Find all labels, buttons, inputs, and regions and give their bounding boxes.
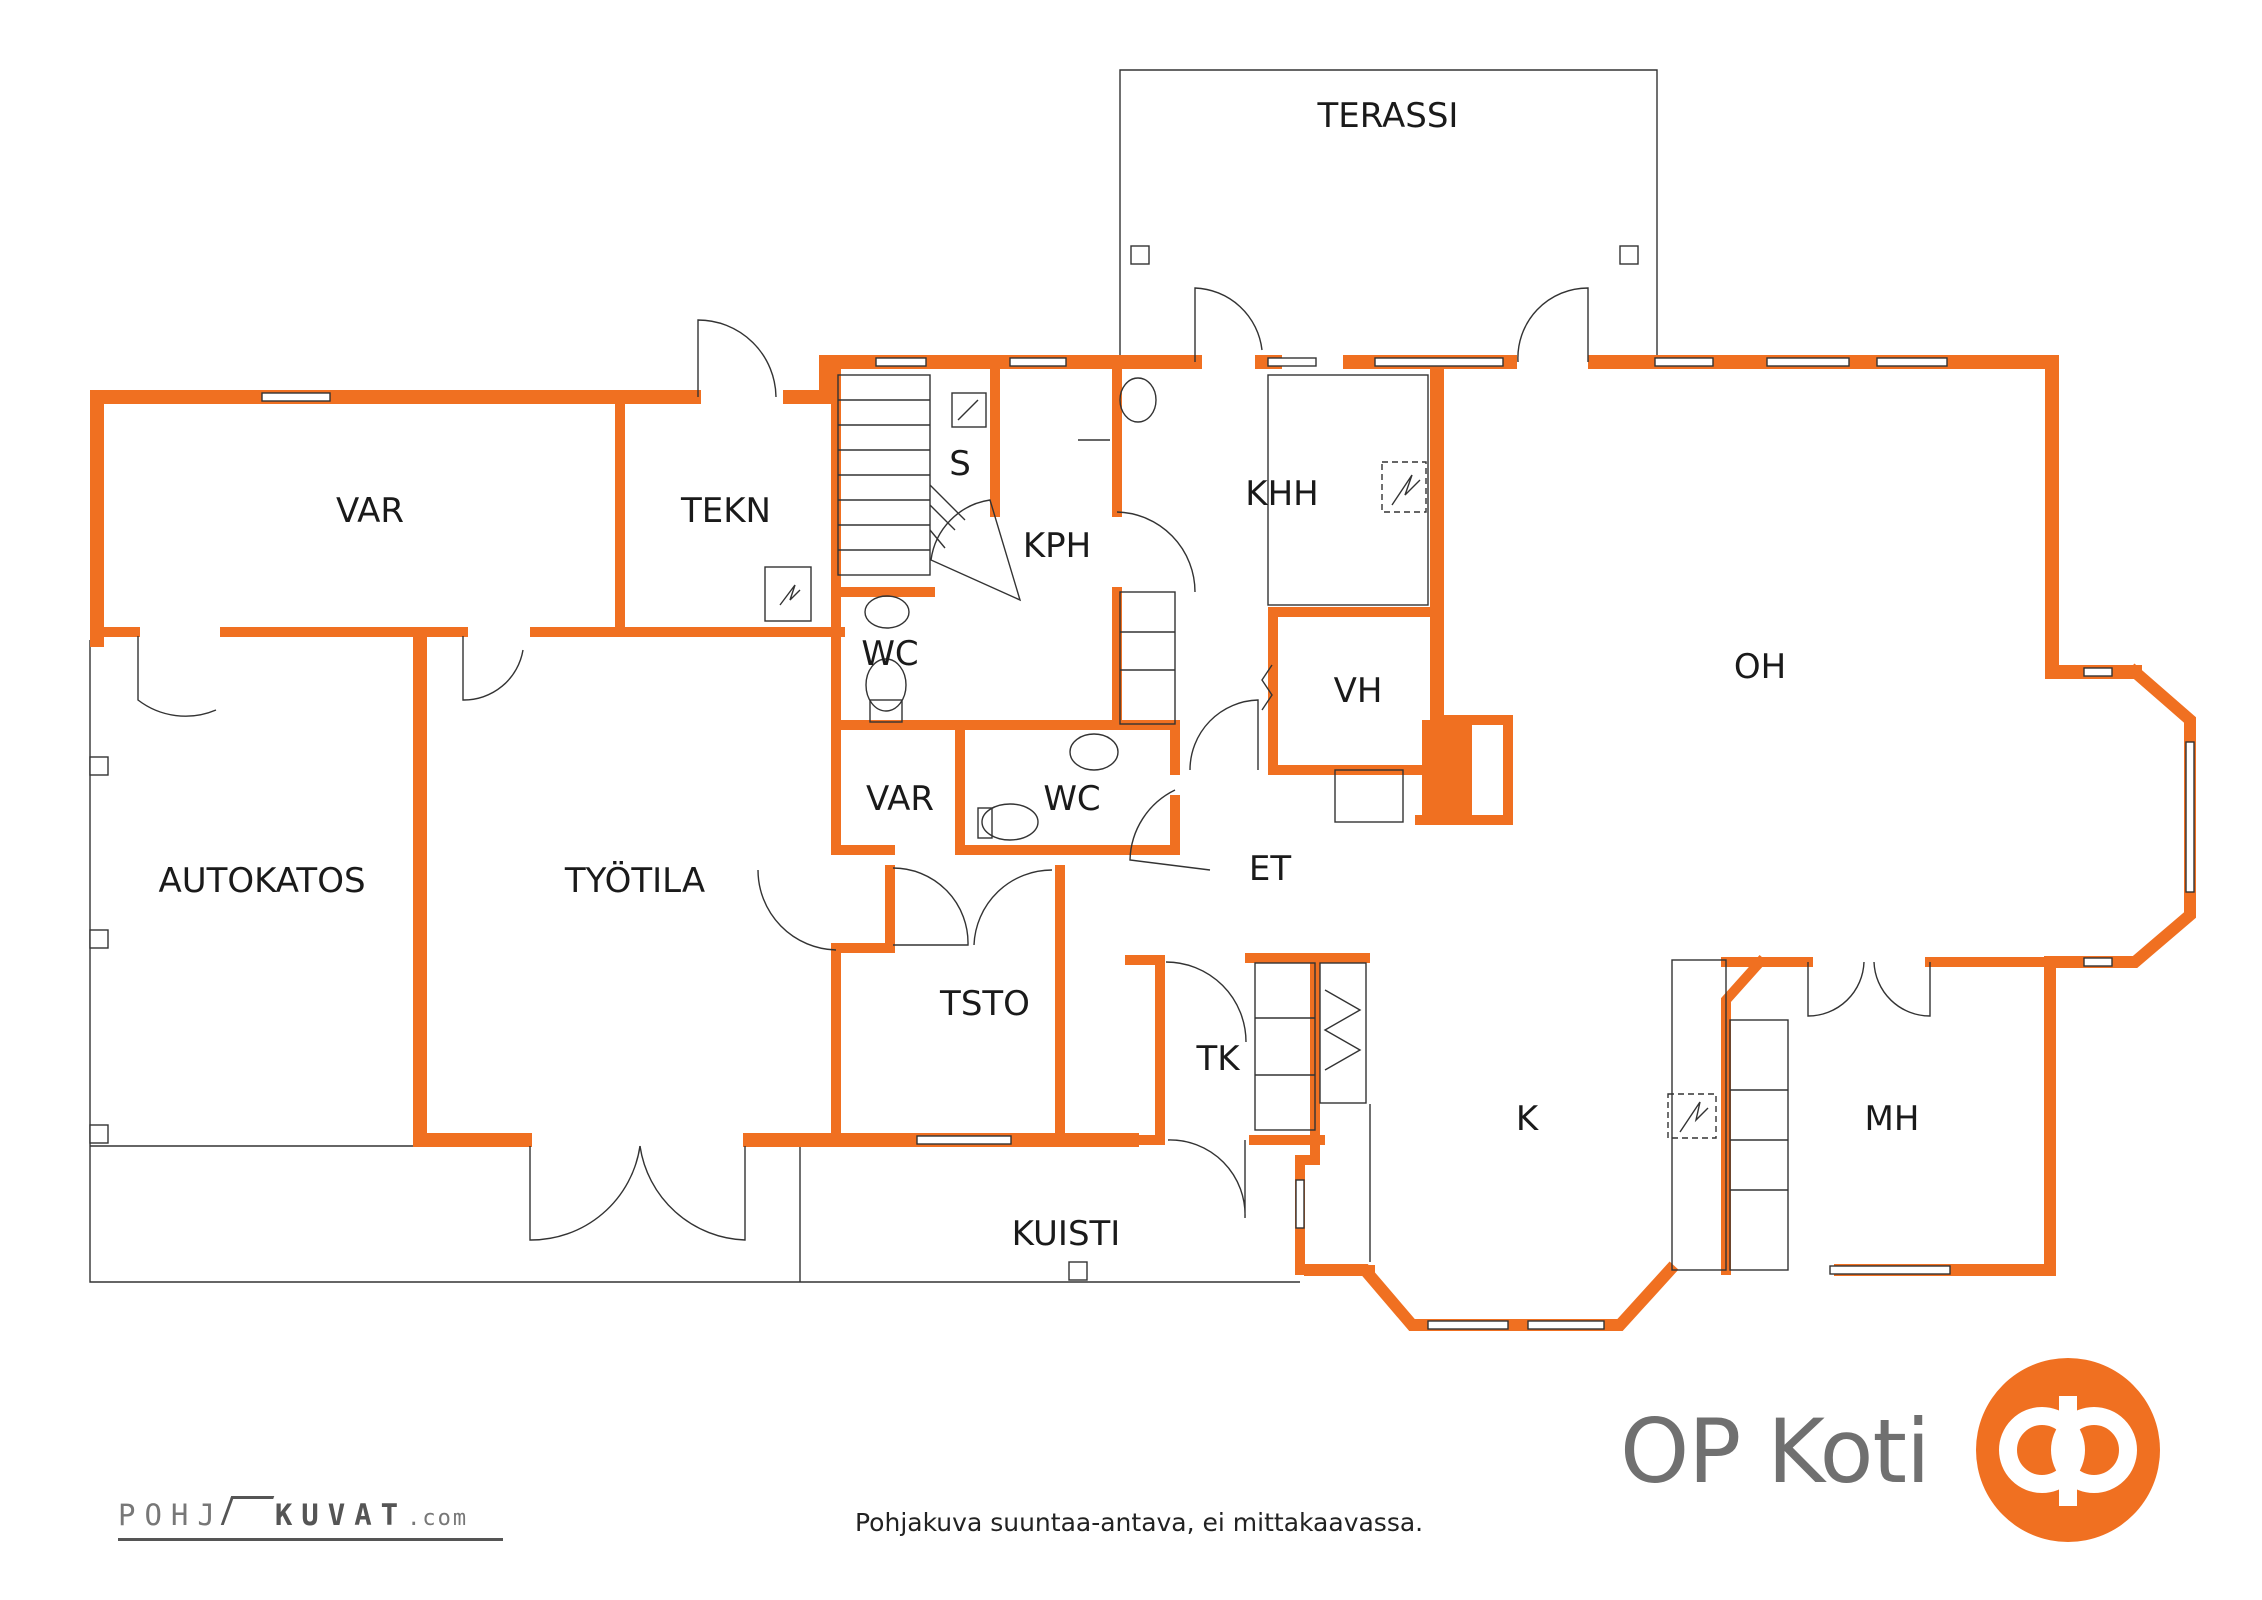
room-label-s: S [949,444,971,484]
room-label-wc-mid: WC [1043,779,1100,819]
room-label-tsto: TSTO [939,984,1030,1024]
room-label-oh: OH [1734,647,1786,687]
room-labels: TERASSI VAR TEKN S KPH KHH OH WC VH AUTO… [158,96,1919,1254]
doors [137,287,1931,1241]
room-label-var-top: VAR [336,491,404,531]
credit-part3: .com [407,1506,469,1531]
room-label-tekn: TEKN [680,491,771,531]
room-label-var-mid: VAR [866,779,934,819]
room-label-tk: TK [1195,1039,1241,1079]
op-logo-icon [1976,1358,2160,1542]
pohjakuvat-credit: POHJ KUVAT.com [118,1496,503,1541]
room-label-k: K [1516,1099,1540,1139]
porch-outline [799,1104,1371,1282]
windows [261,357,2195,1330]
credit-part1: POHJ [118,1498,224,1532]
room-label-kuisti: KUISTI [1012,1214,1121,1254]
room-label-mh: MH [1865,1099,1920,1139]
brand-name: OP Koti [1620,1400,1930,1503]
credit-part2: KUVAT [274,1498,408,1532]
sanitary-fixtures [864,377,1157,841]
walls [90,355,2196,1331]
cabinets [1119,374,1789,1271]
room-label-wc-upper: WC [861,634,918,674]
credit-ramp-icon [220,1496,275,1525]
room-label-tyotila: TYÖTILA [564,860,705,901]
carport-outline [89,640,1300,1283]
room-label-terassi: TERASSI [1317,96,1459,136]
stairs [837,374,966,576]
credit-underline [118,1538,503,1541]
terrace-outline [1119,69,1658,360]
disclaimer-text: Pohjakuva suuntaa-antava, ei mittakaavas… [855,1508,1424,1537]
room-label-khh: KHH [1245,474,1318,514]
room-label-vh: VH [1334,671,1383,711]
room-label-kph: KPH [1023,526,1091,566]
room-label-autokatos: AUTOKATOS [158,861,365,901]
room-label-et: ET [1249,849,1291,889]
electric-panel-icon [764,392,1717,1139]
